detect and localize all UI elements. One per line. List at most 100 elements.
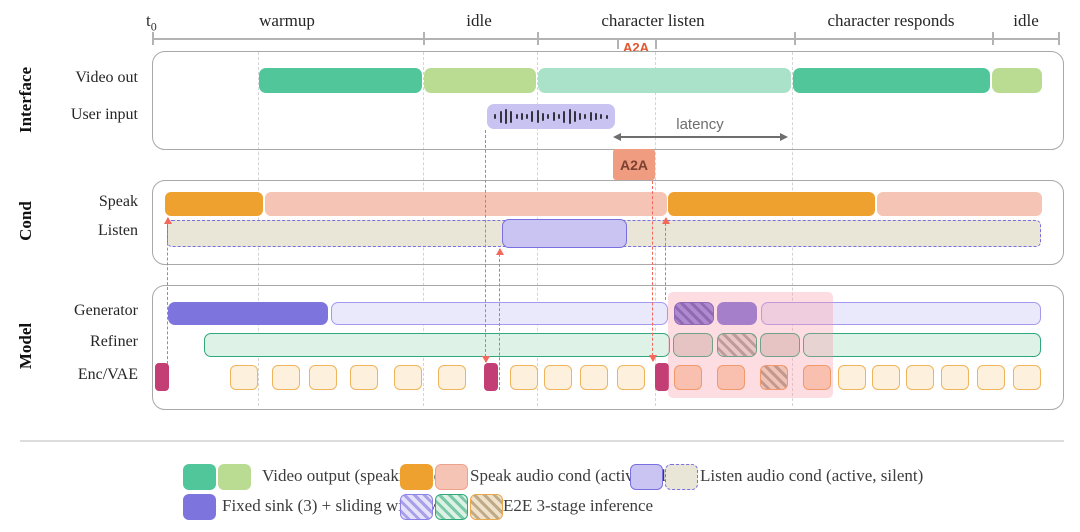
- legend-swatch-listen-active: [630, 464, 663, 490]
- legend-swatch-speak-silent: [435, 464, 468, 490]
- refiner-segment-active: [204, 333, 670, 357]
- waveform-bar: [595, 113, 598, 120]
- generator-segment-window: [761, 302, 1041, 325]
- generator-segment-sink: [168, 302, 328, 325]
- legend-label: Listen audio cond (active, silent): [700, 466, 924, 485]
- encvae-token-active: [717, 365, 745, 390]
- waveform-bar: [547, 114, 550, 119]
- axis-small-tick: [617, 38, 619, 49]
- row-label: Enc/VAE: [77, 366, 138, 383]
- encvae-token: [580, 365, 608, 390]
- encvae-token: [394, 365, 422, 390]
- waveform-bar: [536, 110, 539, 123]
- video-segment-listening: [538, 68, 791, 93]
- encvae-token: [230, 365, 258, 390]
- panel-interface: [152, 51, 1064, 150]
- encvae-keyframe-token: [484, 363, 498, 391]
- axis-tick: [992, 32, 994, 45]
- waveform-bar: [579, 113, 582, 120]
- legend-label: E2E 3-stage inference: [503, 496, 654, 515]
- waveform-bar: [494, 114, 497, 119]
- speak-segment-silent: [265, 192, 667, 216]
- speak-segment-active: [668, 192, 875, 216]
- axis-small-tick: [655, 38, 657, 49]
- waveform-bar: [499, 110, 502, 123]
- row-label: Refiner: [90, 333, 138, 350]
- waveform-bar: [584, 114, 587, 119]
- encvae-token: [438, 365, 466, 390]
- phase-label: character listen: [601, 11, 705, 30]
- encvae-token: [350, 365, 378, 390]
- latency-line: [619, 136, 782, 138]
- phase-label: idle: [466, 11, 492, 30]
- legend-swatch-speak-active: [400, 464, 433, 490]
- waveform-bar: [515, 114, 518, 119]
- legend-swatch-hatch-mint: [435, 494, 468, 520]
- red-connector-arrowhead-up: [662, 217, 670, 224]
- red-connector: [665, 218, 666, 300]
- waveform-bar: [589, 112, 592, 121]
- speak-segment-silent: [877, 192, 1042, 216]
- axis-tick: [423, 32, 425, 45]
- encvae-token: [309, 365, 337, 390]
- row-label: Speak: [98, 193, 138, 210]
- waveform-bar: [563, 110, 566, 123]
- red-connector: [485, 130, 486, 362]
- encvae-token-active: [674, 365, 702, 390]
- generator-segment-sink: [717, 302, 757, 325]
- refiner-segment-active: [803, 333, 1041, 357]
- video-segment-speaking: [793, 68, 990, 93]
- axis-tick: [152, 32, 154, 45]
- listen-active-segment: [502, 219, 627, 248]
- legend-swatch-hatch-lavender: [400, 494, 433, 520]
- phase-label: warmup: [259, 11, 315, 30]
- group-label-interface: Interface: [16, 66, 35, 134]
- encvae-token-active: [803, 365, 831, 390]
- red-connector: [167, 218, 168, 364]
- user-input-waveform: [487, 104, 615, 129]
- latency-arrowhead-right: [780, 132, 788, 141]
- axis-line: [152, 38, 1058, 40]
- phase-label: idle: [1013, 11, 1039, 30]
- video-segment-idle: [424, 68, 536, 93]
- phase-label: character responds: [827, 11, 955, 30]
- encvae-keyframe-token: [155, 363, 169, 391]
- row-label: Listen: [98, 222, 138, 239]
- encvae-token: [906, 365, 934, 390]
- encvae-token: [510, 365, 538, 390]
- t0-label: t0: [146, 11, 157, 34]
- waveform-bar: [605, 114, 608, 119]
- red-connector: [499, 249, 500, 390]
- video-segment-speaking: [259, 68, 422, 93]
- latency-arrowhead-left: [613, 132, 621, 141]
- waveform-bar: [552, 112, 555, 121]
- axis-tick: [1058, 32, 1060, 45]
- waveform-bar: [568, 109, 571, 124]
- a2a-badge: A2A: [613, 149, 655, 180]
- encvae-token: [272, 365, 300, 390]
- legend-swatch-hatch-tan: [470, 494, 503, 520]
- waveform-bar: [573, 111, 576, 122]
- waveform-bar: [526, 114, 529, 119]
- encvae-token: [941, 365, 969, 390]
- red-connector-arrowhead-down: [649, 355, 657, 362]
- waveform-bar: [557, 114, 560, 119]
- legend-swatch-video-speaking: [183, 464, 216, 490]
- encvae-token: [838, 365, 866, 390]
- axis-tick: [537, 32, 539, 45]
- red-connector-arrowhead-up: [164, 217, 172, 224]
- refiner-segment-cached: [673, 333, 713, 357]
- row-label: Video out: [75, 69, 138, 86]
- row-label: Generator: [74, 302, 138, 319]
- generator-segment-hatched: [674, 302, 714, 325]
- speak-segment-active: [165, 192, 263, 216]
- encvae-token-hatched: [760, 365, 788, 390]
- row-label: User input: [70, 106, 138, 123]
- panel-cond: [152, 180, 1064, 265]
- legend-swatch-video-idle: [218, 464, 251, 490]
- video-segment-idle: [992, 68, 1042, 93]
- refiner-segment-cached: [760, 333, 800, 357]
- refiner-segment-hatched: [717, 333, 757, 357]
